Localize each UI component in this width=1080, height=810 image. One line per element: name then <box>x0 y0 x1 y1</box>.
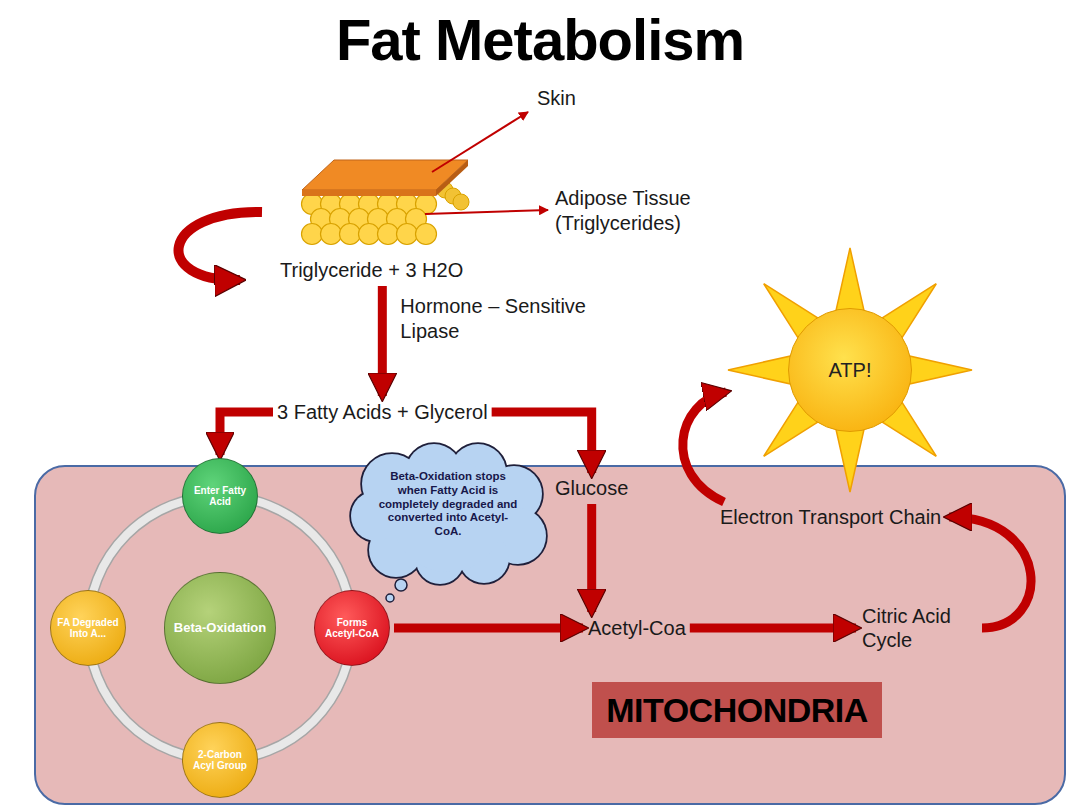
flow-arrow <box>394 624 583 633</box>
flow-arrow <box>220 412 273 455</box>
sun-ray <box>836 428 865 492</box>
cycle-step: Forms Acetyl-CoA <box>314 590 390 666</box>
diagram-title: Fat Metabolism <box>0 6 1080 73</box>
sun-ray <box>908 356 972 385</box>
process-text: Acetyl-Coa <box>588 616 686 640</box>
node-text: Electron Transport Chain <box>720 505 941 529</box>
flow-arrow <box>683 392 726 502</box>
cycle-arrow <box>179 212 262 280</box>
node-text: FA Degraded Into A... <box>56 617 120 640</box>
cycle-center: Beta-Oxidation <box>164 572 276 684</box>
fat-cell <box>397 224 418 245</box>
sun-rays <box>728 248 972 492</box>
node-text: Triglyceride + 3 H2O <box>280 258 463 282</box>
flow-arrow <box>492 412 592 473</box>
thought-dot <box>395 579 407 591</box>
leader-line <box>432 112 528 172</box>
flow-arrow <box>690 624 856 633</box>
process-text: Glucose <box>555 476 628 500</box>
thought-bubble: Beta-Oxidation stops when Fatty Acid is … <box>352 446 544 582</box>
node-text: MITOCHONDRIA <box>606 687 868 733</box>
sun-ray <box>728 356 792 385</box>
fat-cell <box>340 224 361 245</box>
cycle-ring <box>88 496 352 760</box>
sun-ray <box>836 248 865 312</box>
callout-label: Adipose Tissue (Triglycerides) <box>555 186 725 236</box>
product-text: 3 Fatty Acids + Glycerol <box>277 400 488 424</box>
node-text: Enter Fatty Acid <box>188 485 252 508</box>
flow-arrow <box>587 504 596 612</box>
flow-arrow <box>949 517 1031 628</box>
node-text: ATP! <box>829 359 872 382</box>
fat-cell <box>453 194 469 210</box>
edge-label: Hormone – Sensitive Lipase <box>400 294 600 344</box>
fat-cell <box>302 224 323 245</box>
node-text: 2-Carbon Acyl Group <box>188 749 252 772</box>
process-text: Electron Transport Chain <box>720 505 941 529</box>
label-box: MITOCHONDRIA <box>592 682 882 738</box>
process-text: Citric Acid Cycle <box>862 604 976 652</box>
fat-cell <box>416 224 437 245</box>
node-text: Citric Acid Cycle <box>862 604 976 652</box>
leader-line <box>425 210 548 214</box>
flow-arrow <box>378 286 387 396</box>
cycle-step: FA Degraded Into A... <box>50 590 126 666</box>
atp-sun: ATP! <box>788 308 912 432</box>
node-text: 3 Fatty Acids + Glycerol <box>277 400 488 424</box>
skin-edge <box>302 190 436 196</box>
fat-cell <box>378 224 399 245</box>
cycle-step: Enter Fatty Acid <box>182 458 258 534</box>
fat-cell <box>321 224 342 245</box>
cycle-step: 2-Carbon Acyl Group <box>182 722 258 798</box>
cycle-ring-outline <box>88 496 352 760</box>
node-text: Glucose <box>555 476 628 500</box>
callout-label: Skin <box>537 86 576 111</box>
node-text: Forms Acetyl-CoA <box>320 617 384 640</box>
thought-dot <box>386 594 394 602</box>
node-text: Acetyl-Coa <box>588 616 686 640</box>
node-text: Beta-Oxidation stops when Fatty Acid is … <box>378 470 518 539</box>
node-text: Beta-Oxidation <box>174 621 266 636</box>
reaction-text: Triglyceride + 3 H2O <box>280 258 463 282</box>
fat-cell <box>359 224 380 245</box>
